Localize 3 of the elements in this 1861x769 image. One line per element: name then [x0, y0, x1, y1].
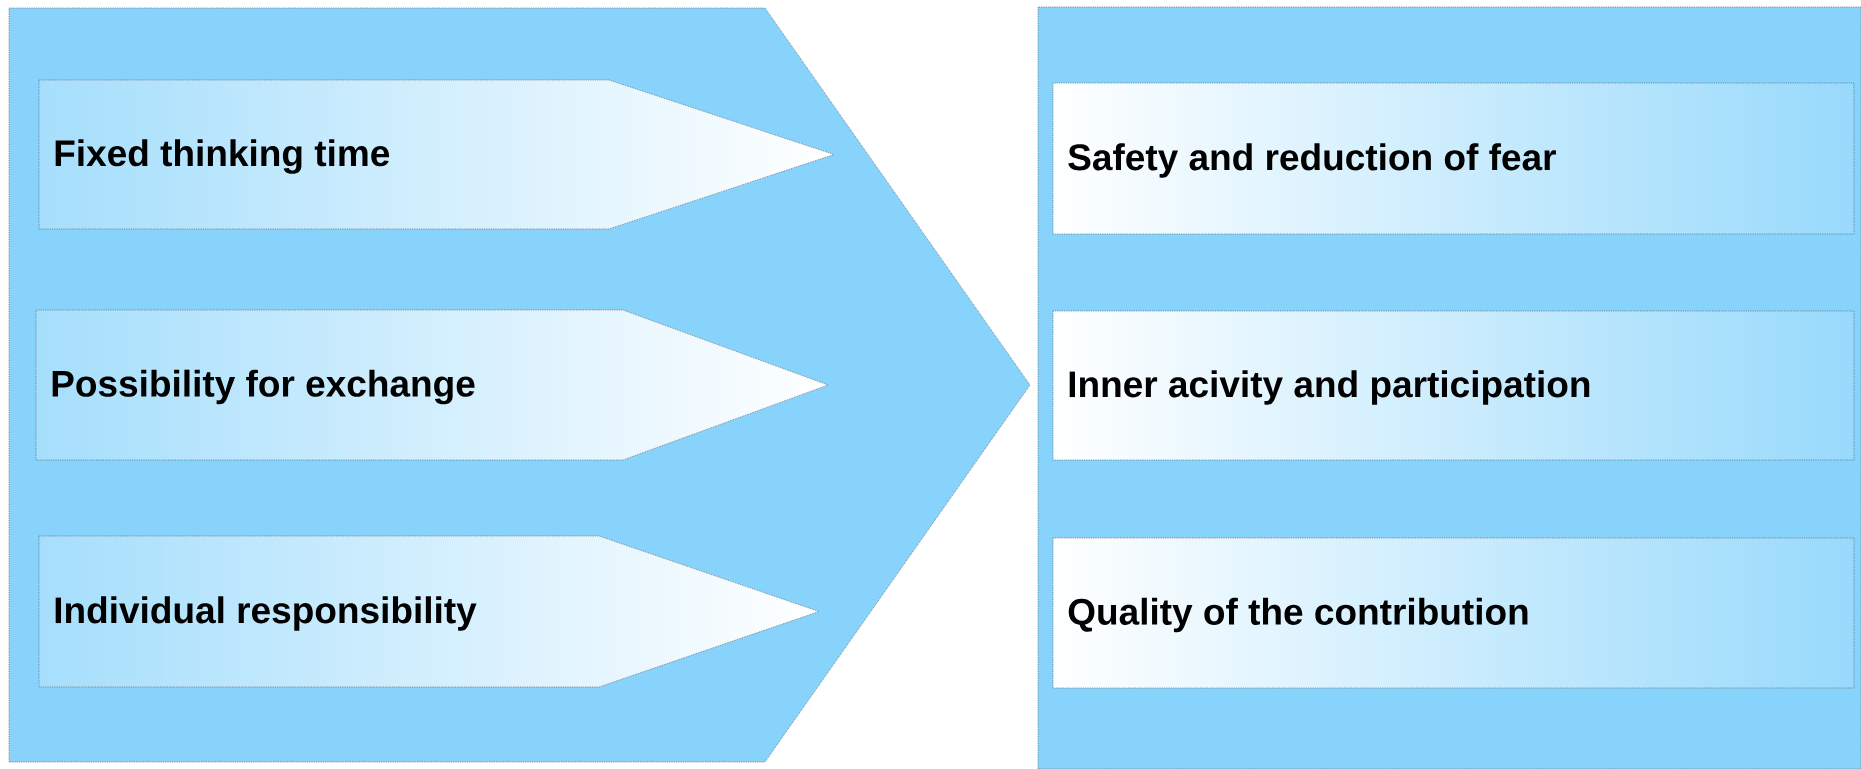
text-box: Quality of the contribution: [1052, 537, 1855, 689]
text-box: Safety and reduction of fear: [1052, 82, 1855, 235]
text-box: Inner acivity and participation: [1052, 310, 1855, 461]
